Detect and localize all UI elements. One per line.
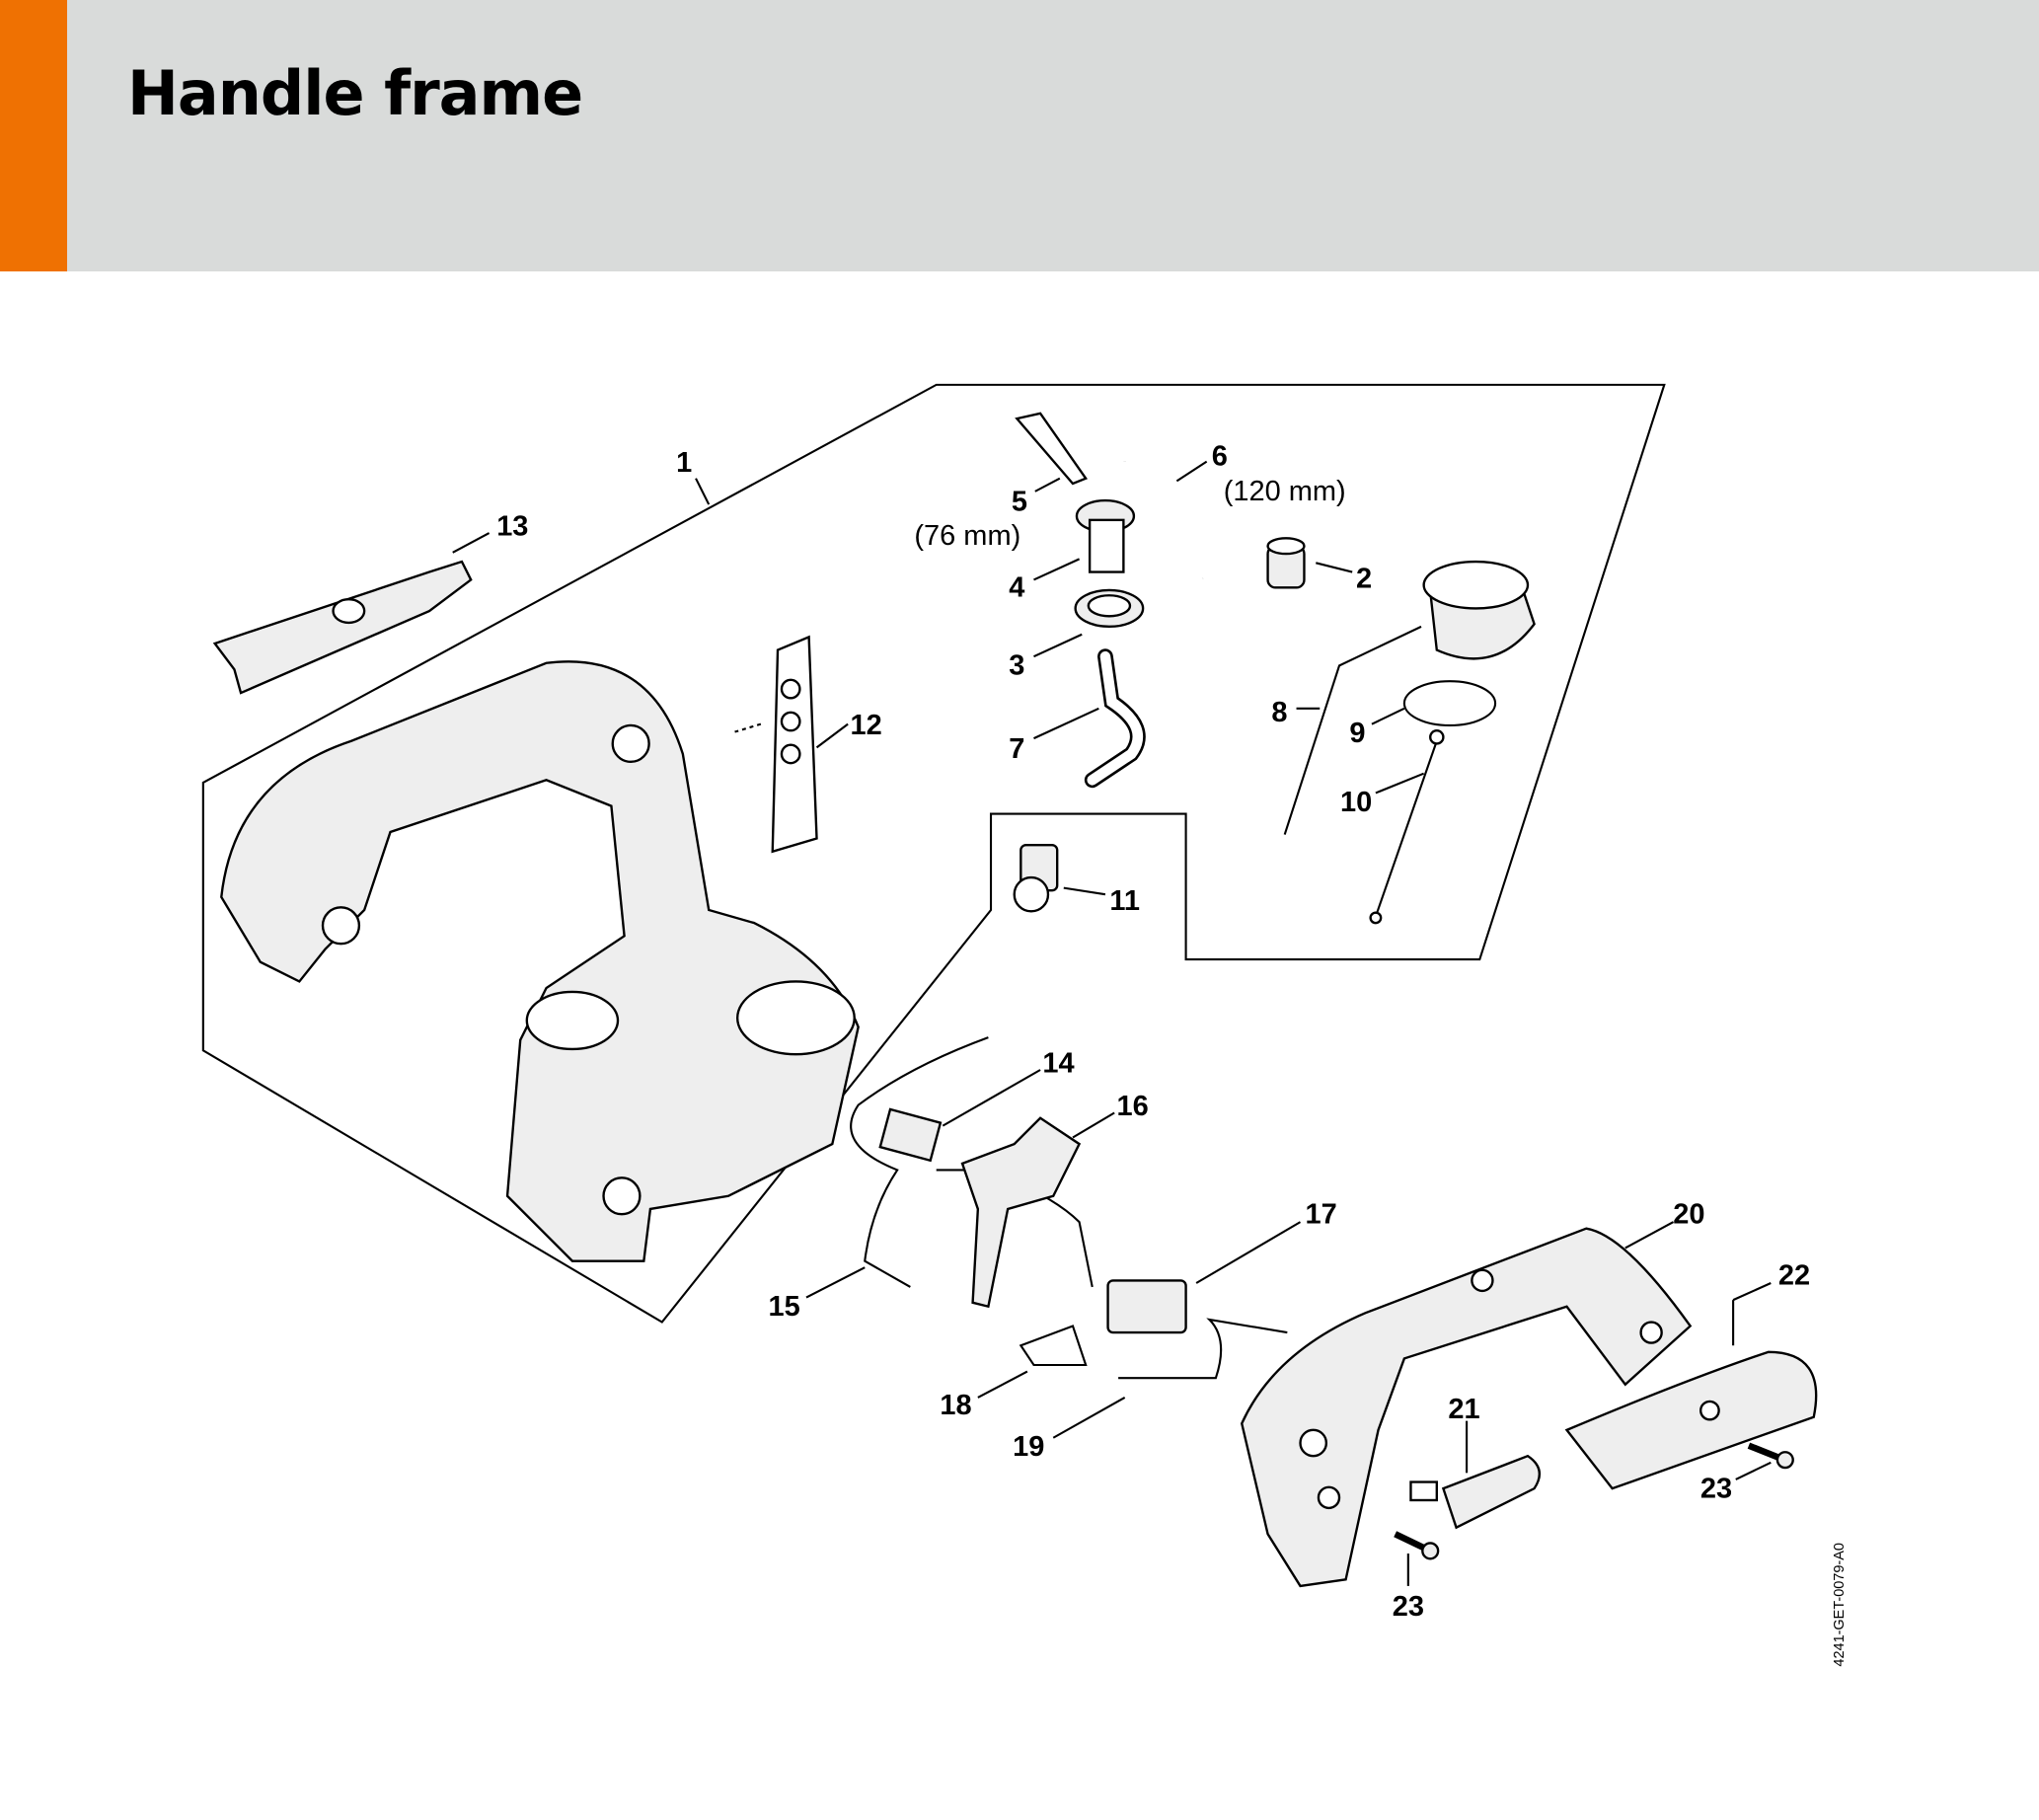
part-23-screw-left[interactable] <box>1394 1531 1440 1560</box>
callout-22: 22 <box>1778 1259 1810 1291</box>
callout-1: 1 <box>676 447 692 479</box>
header-bar <box>0 0 2039 271</box>
callout-6-dimension: (120 mm) <box>1224 476 1346 507</box>
callout-15: 15 <box>768 1291 799 1323</box>
part-21-stop-switch[interactable] <box>1409 1454 1542 1530</box>
callout-20: 20 <box>1673 1198 1704 1230</box>
leader-lines <box>452 460 1772 1586</box>
callout-13: 13 <box>496 511 528 543</box>
callout-16: 16 <box>1116 1091 1148 1122</box>
callout-12: 12 <box>850 710 881 741</box>
part-14-switch[interactable] <box>878 1107 943 1163</box>
callout-17: 17 <box>1305 1198 1336 1230</box>
callout-19: 19 <box>1013 1431 1044 1463</box>
callout-7: 7 <box>1009 733 1024 765</box>
callout-11: 11 <box>1109 885 1140 917</box>
part-7-suction-hose[interactable] <box>1084 648 1146 789</box>
part-8-tank-cap[interactable] <box>1422 560 1536 660</box>
callout-18: 18 <box>940 1390 971 1421</box>
callout-21: 21 <box>1448 1394 1479 1425</box>
callout-8: 8 <box>1271 697 1287 728</box>
page-title: Handle frame <box>127 57 583 129</box>
callout-23-left: 23 <box>1393 1591 1424 1623</box>
callout-2: 2 <box>1356 563 1372 594</box>
subassembly-bracket-8 <box>1283 625 1422 835</box>
callout-4: 4 <box>1009 572 1024 604</box>
part-12-warning-decal[interactable] <box>734 635 818 854</box>
callout-5-dimension: (76 mm) <box>914 520 1020 552</box>
part-10-strap[interactable] <box>1369 729 1445 925</box>
part-5-fuel-hose[interactable] <box>1015 412 1089 486</box>
callout-10: 10 <box>1340 787 1372 818</box>
callout-23-right: 23 <box>1700 1473 1732 1504</box>
part-19-rod[interactable] <box>1118 1318 1288 1380</box>
part-13-cover[interactable] <box>212 560 473 695</box>
part-17-lever[interactable] <box>1106 1279 1187 1334</box>
callout-14: 14 <box>1042 1048 1074 1080</box>
part-9-o-ring[interactable] <box>1402 680 1497 727</box>
part-22-handle-shell[interactable] <box>1564 1350 1818 1490</box>
part-4-primer[interactable] <box>1075 498 1136 573</box>
header-accent-stripe <box>0 0 67 271</box>
part-16-throttle-trigger[interactable] <box>960 1116 1082 1309</box>
callout-5: 5 <box>1012 487 1027 518</box>
part-2-valve[interactable] <box>1266 537 1306 589</box>
part-3-grommet[interactable] <box>1074 588 1145 629</box>
assembly-frame-outline <box>201 383 1666 1324</box>
drawing-code: 4241-GET-0079-A0 <box>1832 1543 1848 1666</box>
callout-6: 6 <box>1212 441 1228 473</box>
part-23-screw-right[interactable] <box>1747 1442 1794 1470</box>
part-20-rear-handle[interactable] <box>1240 1227 1693 1588</box>
callout-9: 9 <box>1349 718 1365 749</box>
part-18-spring[interactable] <box>1019 1325 1088 1367</box>
callout-3: 3 <box>1009 650 1024 682</box>
part-1-handle-frame[interactable] <box>220 660 860 1262</box>
part-11-fitting[interactable] <box>1013 843 1059 913</box>
part-6-hose[interactable] <box>1123 448 1204 588</box>
